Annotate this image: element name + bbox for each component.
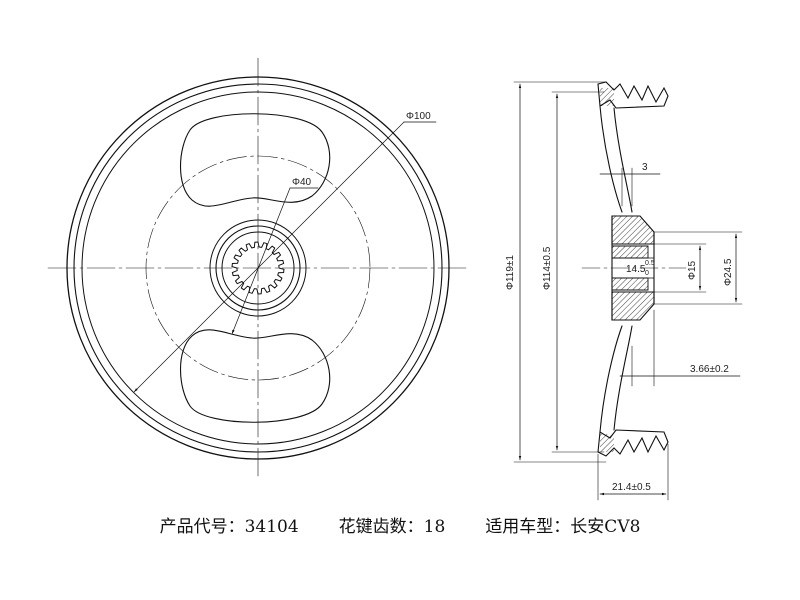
spline-hatch-bottom [611,277,649,291]
rim-hatch-top [600,88,614,106]
d14-5-label: 14.5 [626,264,646,275]
product-code: 产品代号：34104 [159,517,299,537]
caption-row: 产品代号：34104 花键齿数：18 适用车型：长安CV8 [0,512,800,542]
vehicle-model: 适用车型：长安CV8 [485,517,641,537]
spline-profile [231,241,285,295]
front-view: Φ100 Φ40 [47,57,471,479]
phi15-label: Φ15 [687,260,698,280]
phi40-leader [231,187,291,335]
d3-label: 3 [642,162,648,173]
hub-section-bottom [611,291,655,321]
rim-hatch-bottom [600,434,614,452]
phi100-leader [133,121,405,393]
d14-5-tol-upper: 0.5 [645,260,655,267]
d3-66-label: 3.66±0.2 [690,364,729,375]
upper-window [180,113,331,207]
inner-rim-circle [81,91,435,445]
pulley-drawing: Φ100 Φ40 Φ119±1 Φ114±0.5 [47,57,743,501]
hub-circle [215,225,301,311]
spline-teeth: 花键齿数：18 [338,517,446,537]
d14-5-tol-lower: 0 [645,270,649,277]
hub-circle-outer [209,219,307,317]
spline-hatch-top [611,245,649,259]
d21-4-label: 21.4±0.5 [612,482,651,493]
outer-rim-circle [66,76,450,460]
disc-web-bottom [599,325,633,433]
phi40-label: Φ40 [292,177,312,188]
phi100-label: Φ100 [406,111,431,122]
lower-window [180,329,331,423]
phi119-label: Φ119±1 [505,255,516,290]
phi24-5-label: Φ24.5 [723,258,734,286]
phi114-label: Φ114±0.5 [542,246,553,290]
outer-rim-circle-2 [73,83,443,453]
pitch-circle [145,155,371,381]
hub-circle-inner [221,231,295,305]
hub-section-top [611,215,655,245]
disc-web-top [599,105,633,213]
side-view: Φ119±1 Φ114±0.5 3 14.5 0.5 0 [505,81,743,501]
